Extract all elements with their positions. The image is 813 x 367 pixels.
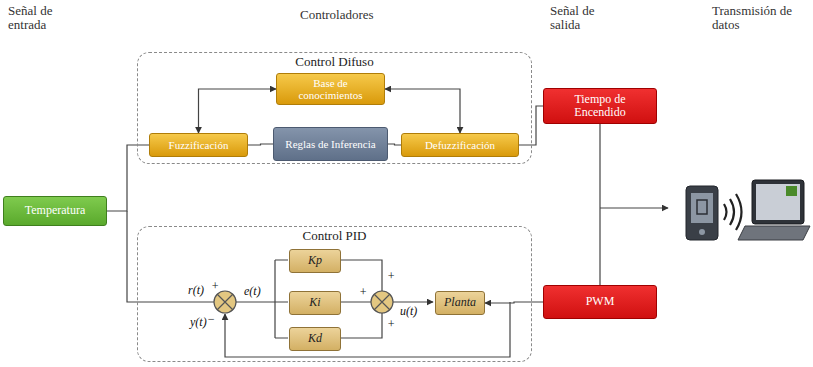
process-box: Fuzzificación (149, 133, 248, 157)
connector (248, 144, 273, 145)
signal-name: r(t) (188, 284, 204, 297)
wireless-device-icon (691, 193, 713, 223)
box-label: Kp (308, 254, 322, 267)
column-heading: Transmisión de datos (712, 4, 807, 33)
connector (388, 144, 401, 145)
summing-junction (214, 291, 236, 313)
summing-junction (371, 291, 393, 313)
output-wire (600, 207, 668, 208)
pid-wire (225, 260, 510, 357)
connector (199, 89, 277, 133)
gain-box: Ki (289, 291, 341, 315)
column-heading: Controladores (300, 8, 410, 22)
box-label: PWM (586, 295, 615, 308)
laptop-icon (752, 180, 804, 224)
summing-junction (374, 294, 390, 310)
box-label: Kd (308, 332, 322, 345)
process-box: Base de conocimientos (276, 73, 385, 105)
wireless-device-icon (724, 194, 742, 230)
box-label: Temperatura (25, 204, 85, 217)
gain-box: Kd (289, 327, 341, 351)
signal-name: e(t) (244, 285, 261, 298)
sign-symbol: − (207, 313, 215, 326)
laptop-icon (738, 180, 810, 240)
box-label: Planta (444, 296, 476, 309)
sign-symbol: + (387, 318, 395, 331)
output-box: Tiempo de Encendido (543, 88, 657, 124)
summing-junction (217, 294, 233, 310)
gain-box: Kp (289, 249, 341, 273)
laptop-icon (756, 184, 800, 220)
column-heading: Señal de salida (550, 4, 620, 33)
input-wire (127, 211, 214, 302)
connector (485, 302, 543, 303)
output-box: PWM (543, 285, 657, 319)
wireless-device-icon (686, 186, 742, 240)
wireless-device-icon (686, 186, 718, 240)
box-label: Ki (309, 296, 320, 309)
column-heading: Señal de entrada (8, 4, 78, 33)
plant-box: Planta (435, 291, 485, 315)
controller-group: Control DifusoBase de conocimientosFuzzi… (137, 52, 532, 164)
process-box: Reglas de Inferencia (273, 127, 388, 161)
group-title: Control Difuso (138, 55, 531, 69)
box-label: Tiempo de Encendido (548, 93, 652, 119)
sign-symbol: + (211, 280, 219, 293)
laptop-icon (738, 226, 810, 240)
connector (385, 89, 460, 133)
output-wire (600, 124, 668, 285)
sign-symbol: + (387, 270, 395, 283)
connector (107, 145, 149, 211)
wireless-device-icon (699, 229, 705, 235)
signal-name: y(t) (190, 316, 207, 329)
laptop-icon (786, 186, 797, 196)
input-box: Temperatura (3, 196, 107, 226)
process-box: Defuzzificación (401, 133, 519, 157)
pid-wire (236, 260, 288, 338)
wireless-device-icon (697, 200, 707, 214)
pid-wire (340, 260, 382, 338)
signal-name: u(t) (400, 305, 417, 318)
box-label: Fuzzificación (169, 139, 229, 151)
box-label: Base de conocimientos (281, 77, 380, 101)
output-wire (599, 124, 600, 285)
box-label: Reglas de Inferencia (285, 138, 375, 150)
box-label: Defuzzificación (425, 139, 495, 151)
connector (519, 106, 543, 145)
group-title: Control PID (138, 229, 531, 243)
sign-symbol: + (359, 286, 367, 299)
pid-wire (393, 301, 433, 302)
input-wire (127, 211, 214, 302)
